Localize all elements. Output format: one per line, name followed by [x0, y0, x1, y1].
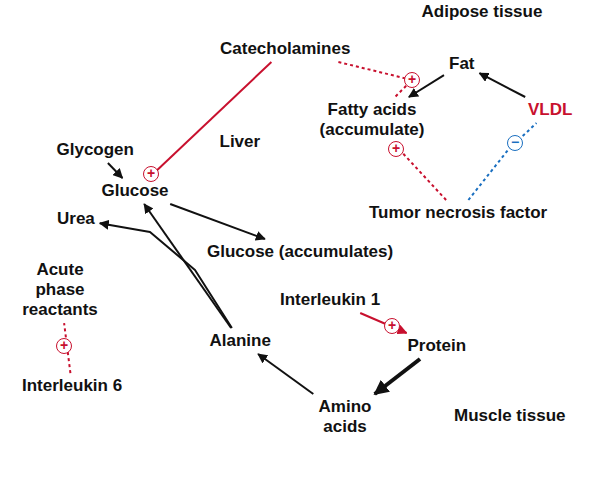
term-text: Glucose (accumulates)	[207, 242, 393, 261]
cytokine-label: Interleukin 1	[278, 290, 382, 310]
term-text: Fat	[449, 54, 475, 73]
effect-connector	[375, 359, 420, 394]
term-text: Urea	[57, 209, 95, 228]
organ-heading: Adipose tissue	[420, 2, 545, 22]
term-text: Acute phase reactants	[22, 260, 98, 319]
muscle-tissue: Muscle tissue ProteinAmino acids	[306, 312, 593, 489]
term-text: Alanine	[210, 331, 271, 350]
substance-label: Acute phase reactants	[17, 260, 103, 320]
substance-label: Urea	[55, 209, 97, 229]
effect-sign: +	[388, 141, 404, 157]
substance-label: Alanine	[208, 331, 273, 351]
substance-label: Glucose (accumulates)	[205, 242, 395, 262]
fat-cell	[445, 132, 485, 172]
substance-label: Amino acids	[314, 397, 376, 437]
effect-connector	[360, 313, 406, 333]
substance-label: Fat	[447, 54, 477, 74]
term-text: Protein	[408, 336, 467, 355]
effect-connector	[258, 354, 313, 394]
substance-label: Fatty acids (accumulate)	[316, 100, 428, 140]
term-text: Glycogen	[57, 140, 134, 159]
hormone-label: Catecholamines	[218, 39, 352, 59]
substance-label: Glycogen	[55, 140, 136, 160]
effect-sign: +	[404, 72, 420, 88]
substance-label: Glucose	[100, 181, 171, 201]
fat-cell	[517, 132, 553, 168]
term-text: VLDL	[528, 100, 572, 119]
term-text: Tumor necrosis factor	[369, 203, 547, 222]
organ-heading: Liver	[218, 132, 263, 152]
cytokine-label: Interleukin 6	[20, 376, 124, 396]
effect-sign: +	[56, 338, 72, 354]
effect-connector	[100, 223, 232, 328]
effect-connector	[170, 204, 265, 239]
substance-label: VLDL	[526, 100, 574, 120]
term-text: Amino acids	[319, 397, 372, 436]
effect-connector	[149, 62, 272, 178]
fat-cell	[421, 96, 465, 140]
effect-connector	[108, 163, 123, 178]
effect-sign: +	[384, 318, 400, 334]
cytokine-label: Tumor necrosis factor	[367, 203, 549, 223]
effect-connector	[144, 204, 231, 328]
fat-cell	[508, 26, 552, 70]
effect-sign: +	[143, 166, 159, 182]
term-text: Fatty acids (accumulate)	[320, 100, 425, 139]
term-text: Catecholamines	[220, 39, 350, 58]
fat-cell	[412, 134, 448, 170]
effect-sign: −	[507, 135, 523, 151]
term-text: Interleukin 6	[22, 376, 122, 395]
term-text: Interleukin 1	[280, 290, 380, 309]
organ-highlight	[40, 108, 240, 190]
substance-label: Protein	[406, 336, 469, 356]
fat-cell	[542, 40, 582, 80]
fat-cell	[456, 96, 500, 140]
effect-connector	[468, 123, 536, 200]
fat-cell	[476, 58, 520, 102]
effect-connector	[338, 62, 412, 97]
term-text: Glucose	[102, 181, 169, 200]
fat-cell	[410, 20, 454, 64]
fat-cell	[475, 21, 519, 65]
fat-cell	[378, 24, 422, 68]
organ-heading: Muscle tissue	[452, 406, 568, 426]
organ-highlight	[345, 330, 510, 388]
effect-connector	[480, 73, 526, 97]
